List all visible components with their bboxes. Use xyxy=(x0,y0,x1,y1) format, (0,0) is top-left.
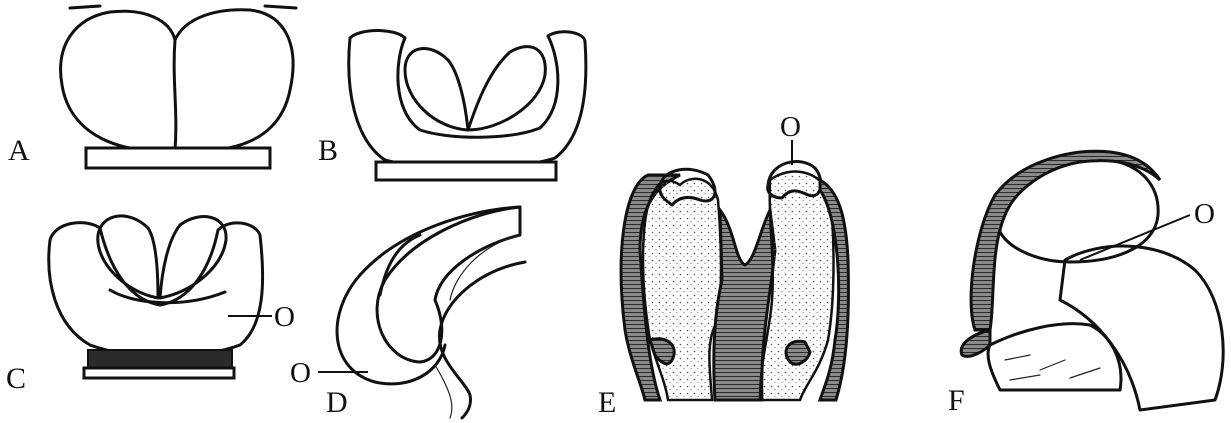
panel-a-drawing xyxy=(61,6,296,168)
pointer-label-d: O xyxy=(290,357,311,389)
pointer-label-f: O xyxy=(1194,198,1215,230)
panel-letter-f: F xyxy=(948,384,965,417)
panel-e-drawing xyxy=(621,140,848,400)
panel-f-drawing xyxy=(961,151,1223,410)
panel-letter-a: A xyxy=(8,134,30,167)
pointer-label-c: O xyxy=(274,301,295,333)
panel-letter-e: E xyxy=(598,386,616,419)
panel-d-drawing xyxy=(318,207,525,418)
panel-c: C O xyxy=(6,216,295,395)
pointer-label-e: O xyxy=(780,111,801,143)
panel-letter-c: C xyxy=(6,362,26,395)
panel-f: F O xyxy=(948,151,1223,417)
panel-a: A xyxy=(8,6,296,168)
panel-c-drawing xyxy=(49,216,272,378)
panel-letter-b: B xyxy=(318,134,338,167)
panel-b-drawing xyxy=(349,31,586,181)
pointer-line-f xyxy=(1080,215,1190,260)
panel-e: E O xyxy=(598,111,848,419)
panel-b: B xyxy=(318,31,586,181)
panel-letter-d: D xyxy=(326,386,348,419)
panel-d: D O xyxy=(290,207,525,419)
